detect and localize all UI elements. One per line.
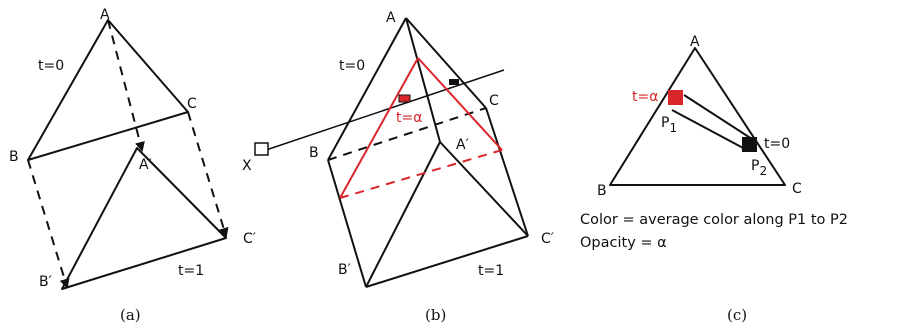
time-start-label: t=0 (339, 58, 365, 74)
edge-bprime-cprime (365, 235, 529, 288)
panel-c: A B C t=α t=0 P1 P2 Color = average colo… (580, 34, 848, 324)
panel-b: A C B A′ C′ B′ t=0 t=1 t=α X (b) (242, 10, 554, 324)
caption-c: (c) (727, 306, 747, 324)
slice-edge-ab (339, 57, 419, 199)
vertex-c-label: C (187, 96, 197, 112)
vertex-b-label: B (597, 183, 607, 199)
motion-path-c (187, 111, 229, 238)
point-p1-marker (668, 90, 683, 105)
slice-edge-bc (339, 149, 503, 199)
vertex-c-label: C (792, 181, 802, 197)
edge-b-c-hidden (327, 107, 487, 161)
point-p2-marker (742, 137, 757, 152)
vertex-a-label: A (690, 34, 700, 50)
panel-a: A C B A′ C′ B′ t=0 t=1 (a) (9, 7, 256, 324)
ray-origin-box (254, 142, 269, 156)
vertex-c-prime-label: C′ (541, 231, 554, 247)
vertex-b-prime-label: B′ (338, 262, 351, 278)
hit-point-prism (449, 79, 459, 85)
band-line-lower (671, 109, 746, 150)
time-end-label: t=1 (478, 263, 504, 279)
caption-b: (b) (425, 306, 446, 324)
vertex-c-prime-label: C′ (243, 231, 256, 247)
time-alpha-label: t=α (632, 89, 658, 105)
time-end-label: t=1 (178, 263, 204, 279)
vertex-b-label: B (9, 149, 19, 165)
edge-a-c (405, 17, 487, 109)
hit-point-slice (398, 94, 411, 103)
edge-c-cprime (485, 107, 529, 237)
vertex-a-prime-label: A′ (456, 137, 469, 153)
edge-a-aprime (405, 17, 441, 143)
ray-origin-label: X (242, 158, 252, 174)
vertex-c-label: C (489, 93, 499, 109)
vertex-a-label: A (386, 10, 396, 26)
edge-aprime-bprime (365, 141, 441, 288)
caption-a: (a) (120, 306, 141, 324)
point-p2-label: P2 (751, 158, 767, 178)
note-color: Color = average color along P1 to P2 (580, 212, 848, 228)
triangle-t1 (61, 147, 227, 290)
point-p1-label: P1 (661, 115, 677, 135)
point-p2-sub: 2 (759, 164, 767, 178)
edge-a-b (327, 17, 407, 161)
motion-path-b (27, 159, 70, 289)
triangle-t0 (27, 19, 189, 161)
point-p2-main: P (751, 158, 759, 174)
time-start-label: t=0 (38, 58, 64, 74)
point-p1-sub: 1 (669, 121, 677, 135)
vertex-b-label: B (309, 145, 319, 161)
vertex-b-prime-label: B′ (39, 274, 52, 290)
triangle-slice (609, 47, 786, 186)
note-opacity: Opacity = α (580, 235, 667, 251)
edge-aprime-cprime (439, 141, 529, 237)
vertex-a-prime-label: A′ (139, 157, 152, 173)
edge-b-bprime (327, 159, 367, 288)
vertex-a-label: A (100, 7, 110, 23)
point-p1-main: P (661, 115, 669, 131)
motion-path-a (107, 19, 145, 152)
band-line-upper (683, 94, 753, 140)
slice-edge-ac (417, 57, 503, 151)
time-alpha-label: t=α (396, 110, 422, 126)
time-start-label: t=0 (764, 136, 790, 152)
